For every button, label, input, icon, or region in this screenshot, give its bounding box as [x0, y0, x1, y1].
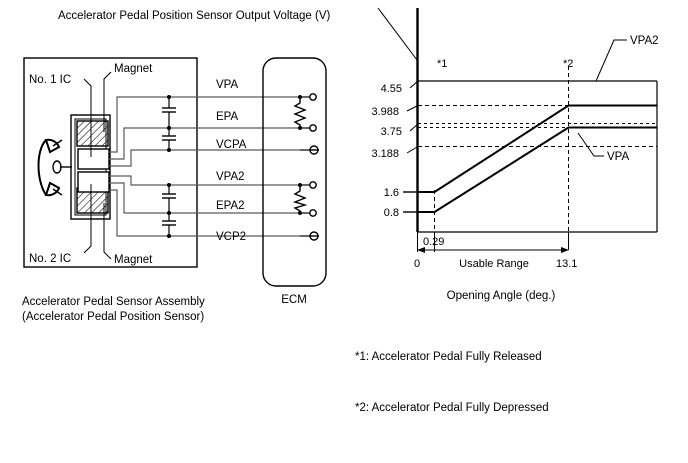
- ecm-terminal-vcp2: [300, 231, 319, 241]
- series-label-vpa: VPA: [607, 151, 629, 163]
- marker-star-1: *1: [437, 58, 447, 70]
- callout-label-magnet-bottom: Magnet: [114, 254, 153, 266]
- callout-label-ic2: No. 2 IC: [29, 253, 71, 265]
- capacitor-group: [162, 95, 176, 238]
- x-tick-label-0-29: 0.29: [423, 236, 444, 248]
- x-tick-label-0: 0: [414, 258, 420, 270]
- footnote-1: *1: Accelerator Pedal Fully Released: [355, 351, 542, 363]
- y-tick-label-0-8: 0.8: [384, 207, 399, 219]
- usable-range-arrow: [417, 232, 569, 253]
- marker-star-2: *2: [563, 58, 573, 70]
- chart-frame: [416, 8, 658, 233]
- y-tick-label-3-988: 3.988: [371, 106, 399, 118]
- ic-1-box: [77, 148, 110, 170]
- chart-title-leader: [377, 7, 418, 61]
- wire-vpa: [109, 96, 300, 153]
- y-tick-label-1-6: 1.6: [384, 187, 399, 199]
- usable-range-label: Usable Range: [459, 258, 529, 270]
- pedal-lever-icon: [37, 138, 72, 197]
- callout-label-magnet-top: Magnet: [114, 63, 153, 75]
- series-label-leader-vpa2: [595, 39, 627, 82]
- signal-label-vcp2: VCP2: [216, 231, 246, 243]
- ecm-circuit-group-2: [292, 181, 317, 217]
- y-tick-leaders: [403, 80, 419, 213]
- callout-leaders: [83, 71, 112, 260]
- wire-epa2: [109, 182, 300, 214]
- series-label-vpa2: VPA2: [630, 35, 659, 47]
- figure-title: Accelerator Pedal Position Sensor Output…: [58, 10, 330, 22]
- sensor-caption-line-2: (Accelerator Pedal Position Sensor): [22, 311, 204, 323]
- ecm-terminal-vcpa: [300, 145, 319, 155]
- sensor-assembly-box: [23, 57, 198, 268]
- footnote-2: *2: Accelerator Pedal Fully Depressed: [355, 402, 549, 414]
- sensor-caption-line-1: Accelerator Pedal Sensor Assembly: [22, 296, 205, 308]
- magnet-top: [76, 120, 109, 147]
- series-label-leader-vpa: [577, 132, 604, 157]
- y-tick-label-3-188: 3.188: [371, 148, 399, 160]
- signal-label-epa: EPA: [216, 111, 238, 123]
- signal-label-epa2: EPA2: [216, 200, 245, 212]
- y-tick-label-4-55: 4.55: [381, 83, 402, 95]
- signal-label-vpa2: VPA2: [216, 171, 245, 183]
- wire-vpa2: [109, 175, 300, 186]
- wire-vcpa: [109, 149, 300, 167]
- ecm-circuit-group-1: [293, 93, 317, 132]
- signal-label-vcpa: VCPA: [216, 139, 247, 151]
- ecm-box: [262, 57, 327, 287]
- x-tick-0-29-bracket: [417, 232, 435, 252]
- y-tick-label-3-75: 3.75: [381, 126, 402, 138]
- signal-label-vpa: VPA: [216, 79, 238, 91]
- series-vpa-line: [418, 126, 657, 213]
- wire-epa: [109, 127, 300, 160]
- wire-vcp2: [109, 189, 300, 237]
- callout-label-ic1: No. 1 IC: [29, 74, 71, 86]
- x-axis-title: Opening Angle (deg.): [447, 290, 556, 302]
- series-vpa2-line: [418, 104, 657, 193]
- ic-2-box: [77, 171, 110, 193]
- ecm-caption: ECM: [281, 294, 307, 306]
- x-tick-label-13-1: 13.1: [556, 258, 577, 270]
